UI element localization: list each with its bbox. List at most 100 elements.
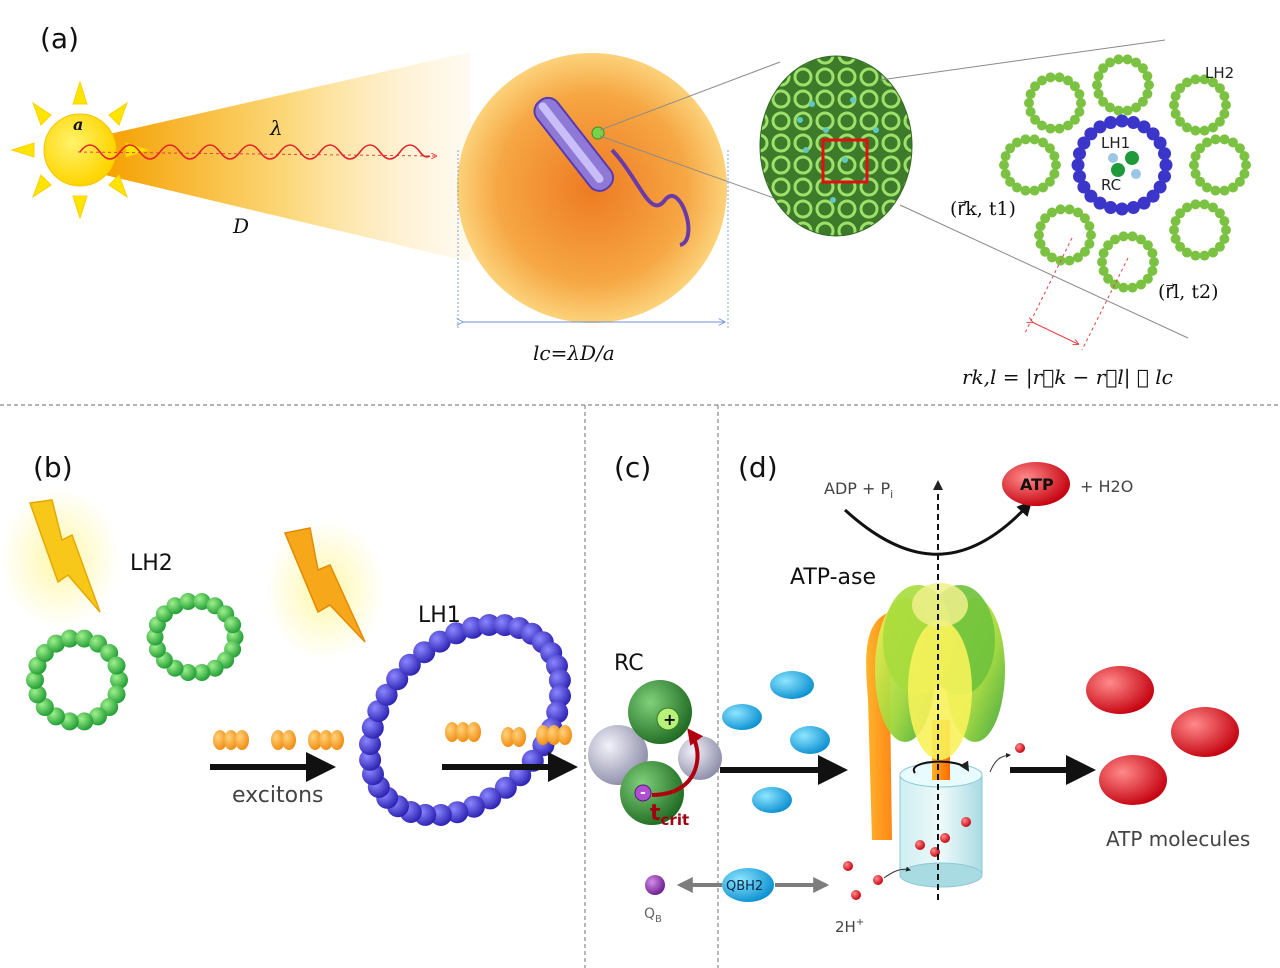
ring-bead <box>1040 246 1051 257</box>
ring-bead <box>179 593 197 610</box>
adp-subscript: i <box>890 488 893 501</box>
ring-bead <box>1182 202 1192 213</box>
charge-transfer-arrow <box>651 728 704 797</box>
ring-bead <box>1131 57 1141 68</box>
exciton-bead <box>330 730 344 750</box>
ring-bead <box>386 668 409 691</box>
ring-bead <box>1147 265 1158 276</box>
ring-bead <box>1118 231 1129 242</box>
ring-bead <box>1025 106 1036 117</box>
ring-bead <box>1170 108 1181 119</box>
ring-bead <box>47 634 65 653</box>
ring-bead <box>1159 158 1173 172</box>
ring-bead <box>224 616 242 634</box>
ring-bead <box>478 614 501 636</box>
ring-bead <box>1071 158 1085 172</box>
separation-arrow <box>1032 322 1078 344</box>
exciton-bead <box>282 730 296 750</box>
ring-bead <box>1077 180 1091 194</box>
ring-bead <box>1147 248 1158 259</box>
light-beam <box>105 52 470 262</box>
ring-bead <box>1079 246 1090 257</box>
ring-bead <box>1113 105 1124 116</box>
ring-bead <box>1064 204 1075 215</box>
ring-bead <box>1137 196 1151 210</box>
ring-bead <box>1044 176 1055 187</box>
ring-bead <box>1208 202 1218 213</box>
exciton-bead <box>456 722 470 742</box>
ring-bead <box>1136 234 1146 245</box>
ring-bead <box>1038 137 1048 148</box>
ring-bead <box>1239 168 1250 179</box>
excitons-label: excitons <box>232 783 323 808</box>
ring-bead <box>1136 279 1146 290</box>
proton-group <box>843 743 1025 900</box>
ring-bead <box>1219 185 1230 196</box>
ring-bead <box>1122 105 1133 116</box>
ring-bead <box>75 629 94 648</box>
ring-bead <box>1127 282 1138 293</box>
zoom-selection-box <box>821 138 869 184</box>
ring-bead <box>1074 89 1085 100</box>
ring-bead <box>1175 116 1186 127</box>
ring-bead <box>1084 127 1098 141</box>
ring-bead <box>1228 182 1238 193</box>
ring-bead <box>1044 143 1055 154</box>
ring-bead <box>1049 151 1060 162</box>
ring-bead <box>1221 100 1231 110</box>
ring-bead <box>1074 106 1085 117</box>
exciton-bead <box>235 730 249 750</box>
reaction-curve <box>843 500 1033 556</box>
rc-dot <box>1111 163 1125 177</box>
qbh2-label: QBH2 <box>726 879 763 894</box>
ring-bead <box>1146 189 1160 203</box>
ring-bead <box>1214 241 1225 252</box>
ring-bead <box>1210 185 1221 196</box>
ring-bead <box>549 684 571 707</box>
ring-bead <box>1047 207 1057 218</box>
exciton-bead <box>512 727 526 747</box>
ring-bead <box>1182 247 1192 258</box>
panel-a: (a) a λ D lc=λD/a <box>10 22 1251 390</box>
ring-bead <box>1084 189 1098 203</box>
ring-bead <box>1137 120 1151 134</box>
point-l-label: (r⃗l, t2) <box>1158 281 1219 303</box>
ring-bead <box>1037 75 1047 86</box>
ring-bead <box>1190 151 1201 162</box>
ring-bead <box>1214 83 1225 94</box>
qbh2-molecule <box>722 868 774 902</box>
rc-dot <box>1131 169 1141 179</box>
ring-bead <box>1142 71 1153 82</box>
ring-bead <box>1012 137 1022 148</box>
lh2-label-b: LH2 <box>130 551 173 576</box>
ring-bead <box>428 630 451 653</box>
exciton-bead <box>271 730 285 750</box>
light-wave <box>79 144 431 160</box>
protons-main: 2H <box>835 918 856 936</box>
atp-molecules <box>1086 666 1239 805</box>
ring-bead <box>1084 238 1095 249</box>
ring-bead <box>1020 134 1031 145</box>
ring-bead <box>1030 81 1041 92</box>
ring-bead <box>429 804 452 826</box>
ring-bead <box>1115 114 1129 128</box>
ring-bead <box>1175 83 1186 94</box>
ring-bead <box>375 683 398 706</box>
ring-bead <box>1047 252 1057 263</box>
ring-bead <box>446 801 469 824</box>
ring-bead <box>1086 230 1096 240</box>
ring-bead <box>1175 208 1186 219</box>
adp-main: ADP + P <box>824 479 890 498</box>
ring-bead <box>1182 122 1192 133</box>
exciton-bead <box>536 725 550 745</box>
ring-bead <box>1234 176 1245 187</box>
ring-bead <box>548 669 571 692</box>
ring-bead <box>1199 125 1210 136</box>
protons-label: 2H+ <box>835 917 864 936</box>
ring-bead <box>546 701 569 724</box>
ring-bead <box>461 616 484 639</box>
ring-bead <box>26 671 44 689</box>
ring-bead <box>1000 168 1011 179</box>
exciton-bead <box>501 727 515 747</box>
ring-bead <box>1115 202 1129 216</box>
